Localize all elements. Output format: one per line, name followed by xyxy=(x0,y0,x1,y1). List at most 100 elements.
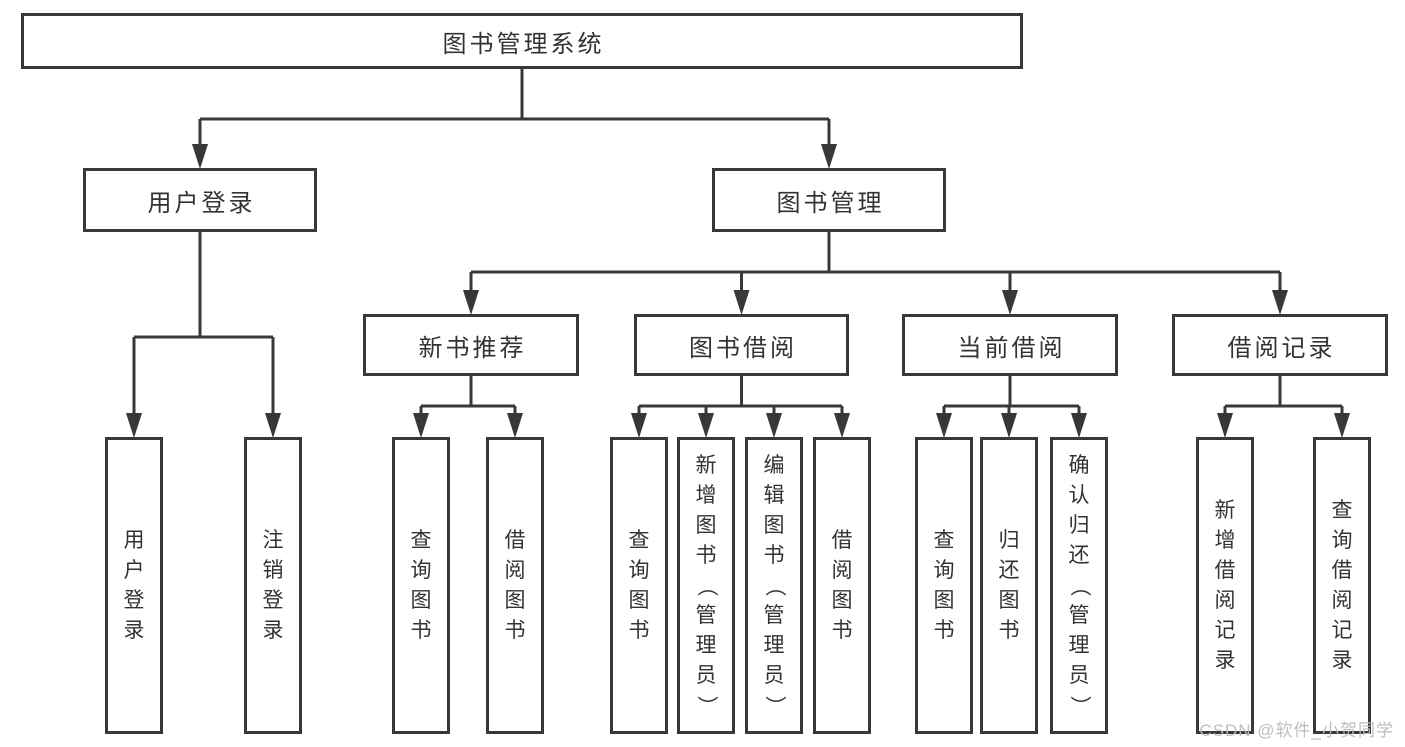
arrowhead-down-icon xyxy=(1272,290,1288,315)
node-cur-confirm: 确认归还 （ 管理员 ） xyxy=(1050,437,1108,734)
arrowhead-down-icon xyxy=(733,290,750,315)
arrowhead-down-icon xyxy=(1071,413,1087,438)
node-char: 理 xyxy=(763,633,785,657)
arrowhead-down-icon xyxy=(766,413,782,438)
node-char: 阅 xyxy=(831,558,853,582)
node-char: 用 xyxy=(123,528,145,552)
node-char: 书 xyxy=(933,618,955,642)
node-char: 管 xyxy=(763,603,785,627)
node-char: 阅 xyxy=(1214,588,1236,612)
node-char: 图 xyxy=(831,588,853,612)
node-char: 询 xyxy=(1331,528,1353,552)
node-char: 询 xyxy=(933,558,955,582)
node-char: 书 xyxy=(504,618,526,642)
node-records-add: 新增借阅记录 xyxy=(1196,437,1254,734)
node-borrow: 图书借阅 xyxy=(634,314,849,376)
watermark-text: CSDN @软件_小贺同学 xyxy=(1199,721,1394,740)
node-char: 书 xyxy=(998,618,1020,642)
node-char: 录 xyxy=(262,618,284,642)
arrowhead-down-icon xyxy=(834,413,850,438)
node-char: 登 xyxy=(262,588,284,612)
connector-current xyxy=(942,376,1081,423)
node-char: 增 xyxy=(1214,528,1236,552)
node-records: 借阅记录 xyxy=(1172,314,1388,376)
arrowhead-down-icon xyxy=(463,290,479,315)
node-char: 图 xyxy=(504,588,526,612)
node-char: 还 xyxy=(998,558,1020,582)
node-borrow-edit: 编辑图书（管理员） xyxy=(745,437,803,734)
node-char: （ xyxy=(1068,575,1091,596)
arrowhead-down-icon xyxy=(192,144,208,169)
node-char: 新 xyxy=(695,453,717,477)
node-char: 图 xyxy=(695,513,717,537)
arrowhead-down-icon xyxy=(698,413,714,438)
node-char: 理 xyxy=(1068,633,1090,657)
connector-root xyxy=(198,69,831,154)
node-borrow-query: 查询图书 xyxy=(610,437,668,734)
connector-mgmt xyxy=(469,232,1282,300)
node-rec-query: 查询图书 xyxy=(392,437,450,734)
node-char: 阅 xyxy=(1331,588,1353,612)
node-cur-query: 查询图书 xyxy=(915,437,973,734)
node-char: 认 xyxy=(1068,483,1090,507)
node-char: 查 xyxy=(933,528,955,552)
node-char: 录 xyxy=(1214,648,1236,672)
node-char: 确 xyxy=(1068,453,1090,477)
node-char: 归 xyxy=(1068,513,1090,537)
arrowhead-down-icon xyxy=(1334,413,1350,438)
node-rec: 新书推荐 xyxy=(363,314,579,376)
connector-rec xyxy=(419,376,517,423)
arrowhead-down-icon xyxy=(413,413,429,438)
node-char: 图 xyxy=(933,588,955,612)
arrowhead-down-icon xyxy=(821,144,837,169)
node-char: 书 xyxy=(831,618,853,642)
arrowhead-down-icon xyxy=(265,413,281,438)
node-char: 记 xyxy=(1214,618,1236,642)
connector-borrow xyxy=(637,376,844,423)
node-records-query: 查询借阅记录 xyxy=(1313,437,1371,734)
node-login: 用户登录 xyxy=(83,168,317,232)
node-char: 图 xyxy=(763,513,785,537)
node-char: 书 xyxy=(695,543,717,567)
node-char: 询 xyxy=(628,558,650,582)
node-char: 还 xyxy=(1068,543,1090,567)
node-char: 管 xyxy=(1068,603,1090,627)
node-char: ） xyxy=(763,695,786,716)
node-char: ） xyxy=(1068,695,1091,716)
node-char: 新 xyxy=(1214,498,1236,522)
node-char: 销 xyxy=(262,558,284,582)
arrowhead-down-icon xyxy=(631,413,647,438)
node-char: 户 xyxy=(123,558,145,582)
node-char: 注 xyxy=(262,528,284,552)
node-char: 图 xyxy=(998,588,1020,612)
node-char: 书 xyxy=(628,618,650,642)
node-char: 书 xyxy=(763,543,785,567)
node-char: 借 xyxy=(504,528,526,552)
node-rec-borrow: 借阅图书 xyxy=(486,437,544,734)
arrowhead-down-icon xyxy=(1002,290,1018,315)
node-char: 图 xyxy=(410,588,432,612)
node-char: 书 xyxy=(410,618,432,642)
arrowhead-down-icon xyxy=(126,413,142,438)
node-char: （ xyxy=(763,575,786,596)
node-char: 管 xyxy=(695,603,717,627)
node-char: 借 xyxy=(1214,558,1236,582)
node-char: （ xyxy=(695,575,718,596)
node-char: 员 xyxy=(1068,663,1090,687)
node-char: 理 xyxy=(695,633,717,657)
node-cur-return: 归还图书 xyxy=(980,437,1038,734)
connector-records xyxy=(1223,376,1344,423)
node-char: 借 xyxy=(1331,558,1353,582)
node-borrow-borrow: 借阅图书 xyxy=(813,437,871,734)
arrowhead-down-icon xyxy=(507,413,523,438)
node-char: 登 xyxy=(123,588,145,612)
arrowhead-down-icon xyxy=(1001,413,1017,438)
node-current: 当前借阅 xyxy=(902,314,1118,376)
connector-login xyxy=(132,232,275,423)
node-mgmt: 图书管理 xyxy=(712,168,946,232)
node-char: 录 xyxy=(1331,648,1353,672)
node-login-do: 用户登录 xyxy=(105,437,163,734)
node-char: 增 xyxy=(695,483,717,507)
node-char: 归 xyxy=(998,528,1020,552)
